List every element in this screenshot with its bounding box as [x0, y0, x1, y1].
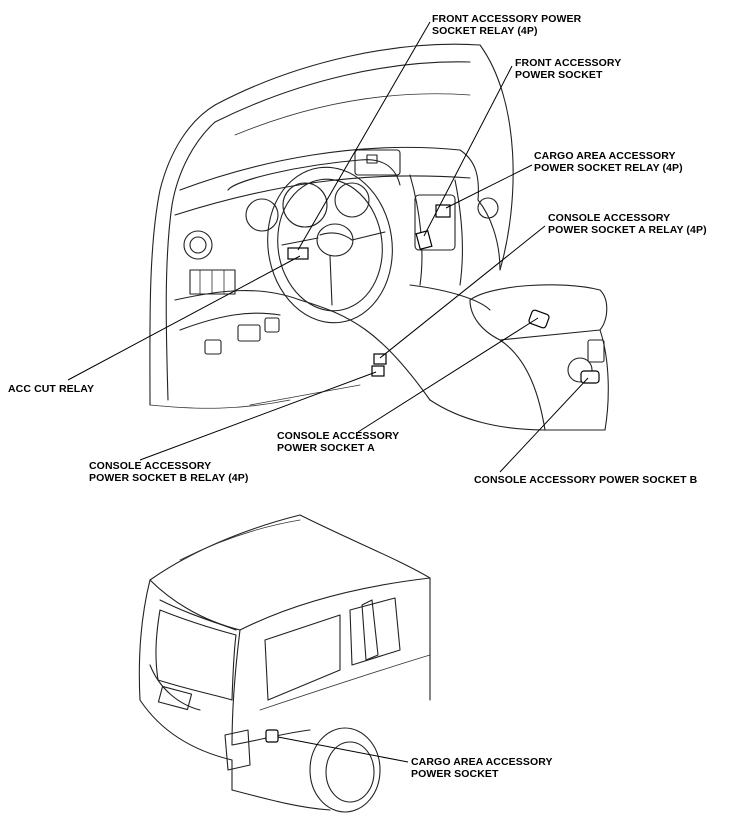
label-line: CARGO AREA ACCESSORY — [411, 756, 553, 768]
console-b-relay-shape — [371, 365, 385, 377]
label-front-accessory-power-socket: FRONT ACCESSORY POWER SOCKET — [515, 57, 621, 81]
label-line: FRONT ACCESSORY POWER — [432, 13, 582, 25]
vehicle-rear-illustration — [138, 514, 431, 813]
label-line: POWER SOCKET — [411, 768, 499, 780]
label-console-power-socket-a-relay: CONSOLE ACCESSORY POWER SOCKET A RELAY (… — [548, 212, 707, 236]
label-line: CONSOLE ACCESSORY — [548, 212, 671, 224]
label-line: CONSOLE ACCESSORY — [89, 460, 212, 472]
console-a-relay-shape — [373, 353, 387, 365]
label-console-power-socket-b-relay: CONSOLE ACCESSORY POWER SOCKET B RELAY (… — [89, 460, 248, 484]
label-line: ACC CUT RELAY — [8, 383, 95, 395]
label-line: POWER SOCKET RELAY (4P) — [534, 162, 683, 174]
leader-lines-top — [67, 21, 589, 473]
label-line: POWER SOCKET B RELAY (4P) — [89, 472, 249, 484]
label-cargo-area-power-socket-relay: CARGO AREA ACCESSORY POWER SOCKET RELAY … — [534, 150, 683, 174]
label-acc-cut-relay: ACC CUT RELAY — [8, 383, 94, 395]
console-b-socket-shape — [580, 370, 600, 384]
label-line: CONSOLE ACCESSORY POWER SOCKET B — [474, 474, 698, 486]
label-console-power-socket-a: CONSOLE ACCESSORY POWER SOCKET A — [277, 430, 399, 454]
label-line: FRONT ACCESSORY — [515, 57, 622, 69]
label-line: CONSOLE ACCESSORY — [277, 430, 400, 442]
label-front-accessory-power-socket-relay: FRONT ACCESSORY POWER SOCKET RELAY (4P) — [432, 13, 581, 37]
label-line: POWER SOCKET — [515, 69, 603, 81]
console-a-socket-shape — [528, 309, 550, 329]
front-socket-shape — [415, 229, 433, 251]
cargo-socket-marker — [265, 729, 409, 763]
label-line: CARGO AREA ACCESSORY — [534, 150, 676, 162]
label-line: POWER SOCKET A RELAY (4P) — [548, 224, 707, 236]
label-cargo-area-power-socket: CARGO AREA ACCESSORY POWER SOCKET — [411, 756, 553, 780]
label-console-power-socket-b: CONSOLE ACCESSORY POWER SOCKET B — [474, 474, 697, 486]
label-line: SOCKET RELAY (4P) — [432, 25, 538, 37]
cargo-socket-shape — [265, 729, 279, 743]
acc-cut-relay-shape — [287, 247, 309, 260]
label-line: POWER SOCKET A — [277, 442, 375, 454]
interior-dashboard-illustration — [149, 43, 609, 431]
